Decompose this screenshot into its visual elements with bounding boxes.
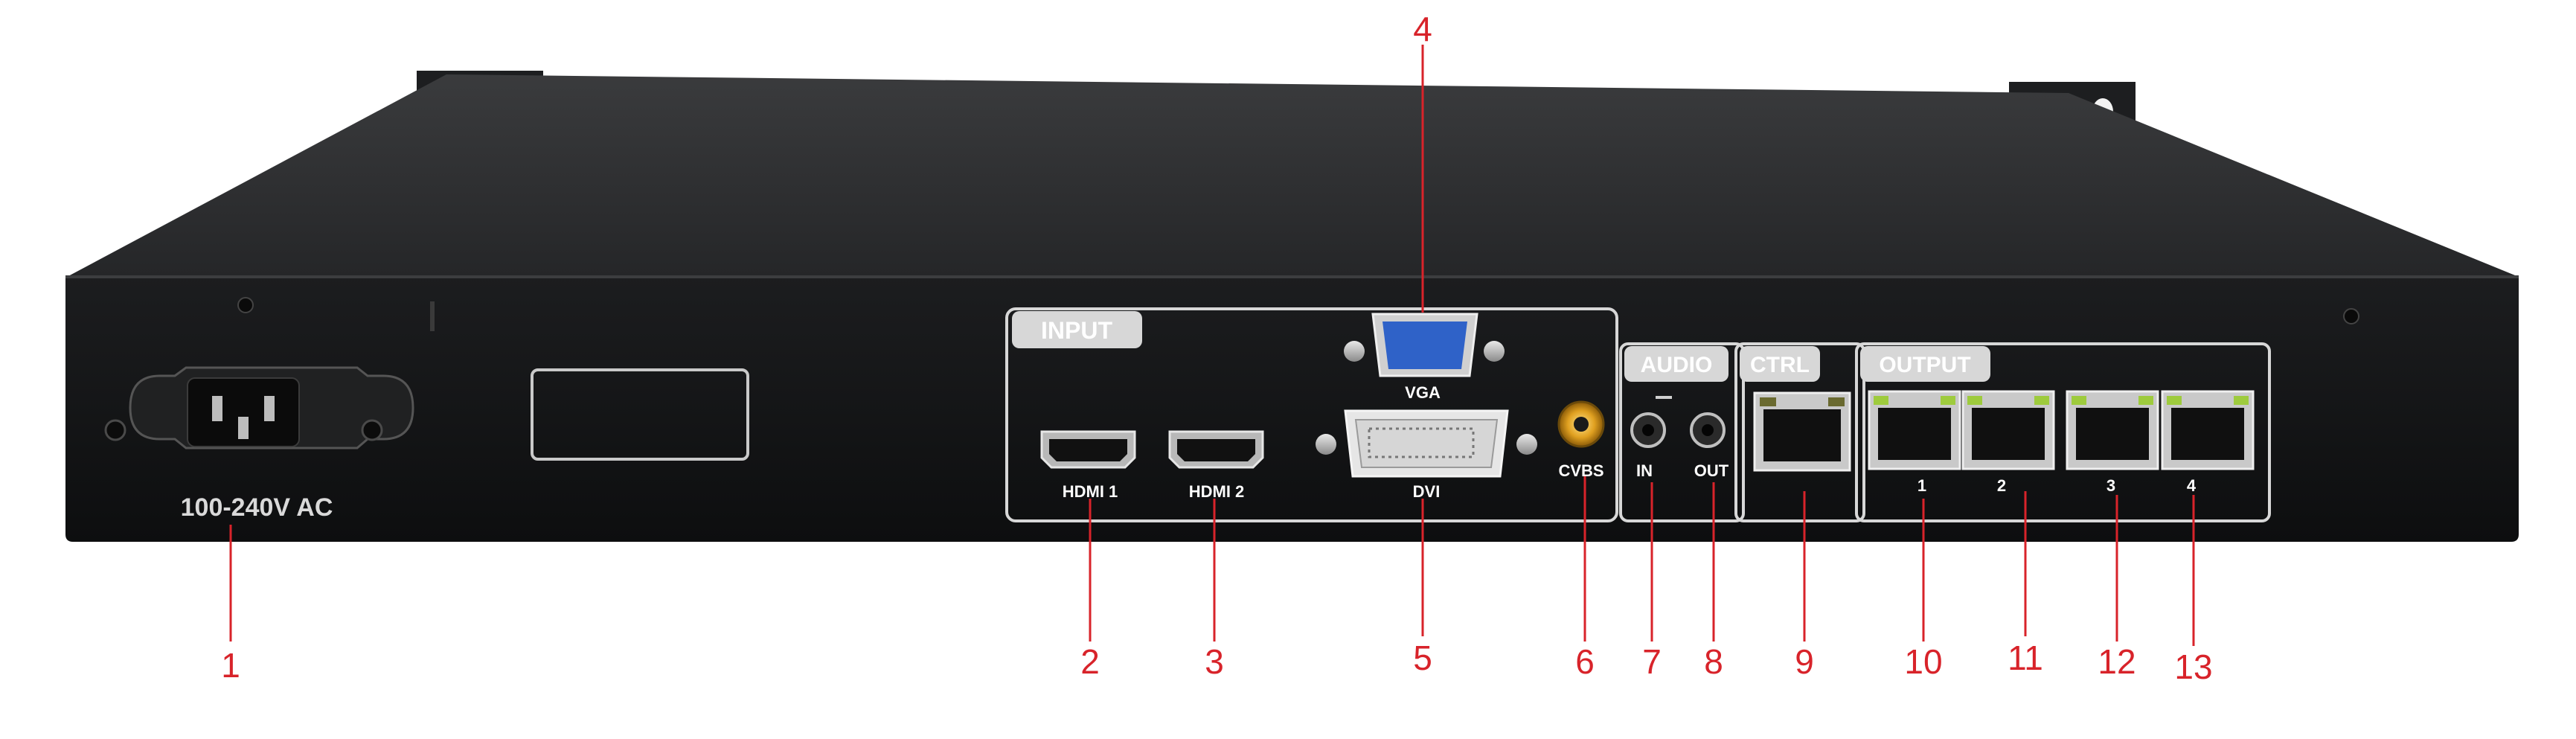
callout-numbers: 1 2 3 4 5 6 7 8 9 10 11 12 13 xyxy=(221,10,2212,686)
callout-leaders xyxy=(229,45,2195,646)
hdmi-2-label: HDMI 2 xyxy=(1189,482,1245,501)
input-group-label: INPUT xyxy=(1041,317,1112,344)
input-group: INPUT HDMI 1 HDMI 2 VGA DVI xyxy=(1005,307,1618,522)
audio-group: AUDIO IN OUT xyxy=(1619,342,1745,522)
chassis-top-surface xyxy=(67,74,2519,277)
hdmi-2-port[interactable]: HDMI 2 xyxy=(1168,430,1264,501)
hdmi-1-port[interactable]: HDMI 1 xyxy=(1040,430,1136,501)
callout-8: 8 xyxy=(1704,642,1723,681)
power-voltage-label: 100-240V AC xyxy=(181,493,333,522)
output-port-2[interactable]: 2 xyxy=(1961,390,2055,495)
output-group-label: OUTPUT xyxy=(1879,353,1970,377)
output-port-1[interactable]: 1 xyxy=(1868,390,1961,495)
screw xyxy=(2343,308,2359,324)
chassis-rear-face xyxy=(65,275,2519,542)
output-4-label: 4 xyxy=(2187,476,2197,495)
blank-plate xyxy=(531,368,749,461)
dvi-port[interactable]: DVI xyxy=(1316,409,1537,501)
output-group: OUTPUT 1 2 3 4 xyxy=(1855,342,2271,522)
callout-7: 7 xyxy=(1642,642,1662,681)
hdmi-1-label: HDMI 1 xyxy=(1063,482,1118,501)
ctrl-group: CTRL xyxy=(1734,342,1865,522)
cvbs-port[interactable]: CVBS xyxy=(1557,400,1605,480)
output-1-label: 1 xyxy=(1917,476,1926,495)
callout-1: 1 xyxy=(221,646,240,685)
output-port-3[interactable]: 3 xyxy=(2066,390,2159,495)
callout-11: 11 xyxy=(2008,639,2043,677)
screw xyxy=(237,297,254,313)
callout-6: 6 xyxy=(1575,642,1595,681)
vga-label: VGA xyxy=(1405,383,1441,402)
vga-port[interactable]: VGA xyxy=(1344,313,1505,402)
callout-5: 5 xyxy=(1413,639,1432,677)
audio-group-label: AUDIO xyxy=(1641,353,1713,377)
audio-in-label: IN xyxy=(1636,461,1653,480)
callout-12: 12 xyxy=(2098,642,2136,681)
output-port-4[interactable]: 4 xyxy=(2161,390,2255,495)
audio-out-label: OUT xyxy=(1694,461,1729,480)
callout-4: 4 xyxy=(1413,10,1432,48)
callout-10: 10 xyxy=(1904,642,1942,681)
callout-13: 13 xyxy=(2174,647,2212,686)
callout-9: 9 xyxy=(1795,642,1814,681)
callout-2: 2 xyxy=(1080,642,1100,681)
ctrl-rj45-port[interactable] xyxy=(1753,391,1851,472)
audio-in-jack[interactable]: IN xyxy=(1630,412,1666,480)
callout-3: 3 xyxy=(1205,642,1224,681)
ctrl-group-label: CTRL xyxy=(1750,353,1810,377)
output-2-label: 2 xyxy=(1997,476,2006,495)
power-inlet: 100-240V AC xyxy=(104,366,414,522)
dvi-label: DVI xyxy=(1413,482,1441,501)
audio-out-jack[interactable]: OUT xyxy=(1690,412,1729,480)
output-3-label: 3 xyxy=(2106,476,2115,495)
cvbs-label: CVBS xyxy=(1558,461,1603,480)
